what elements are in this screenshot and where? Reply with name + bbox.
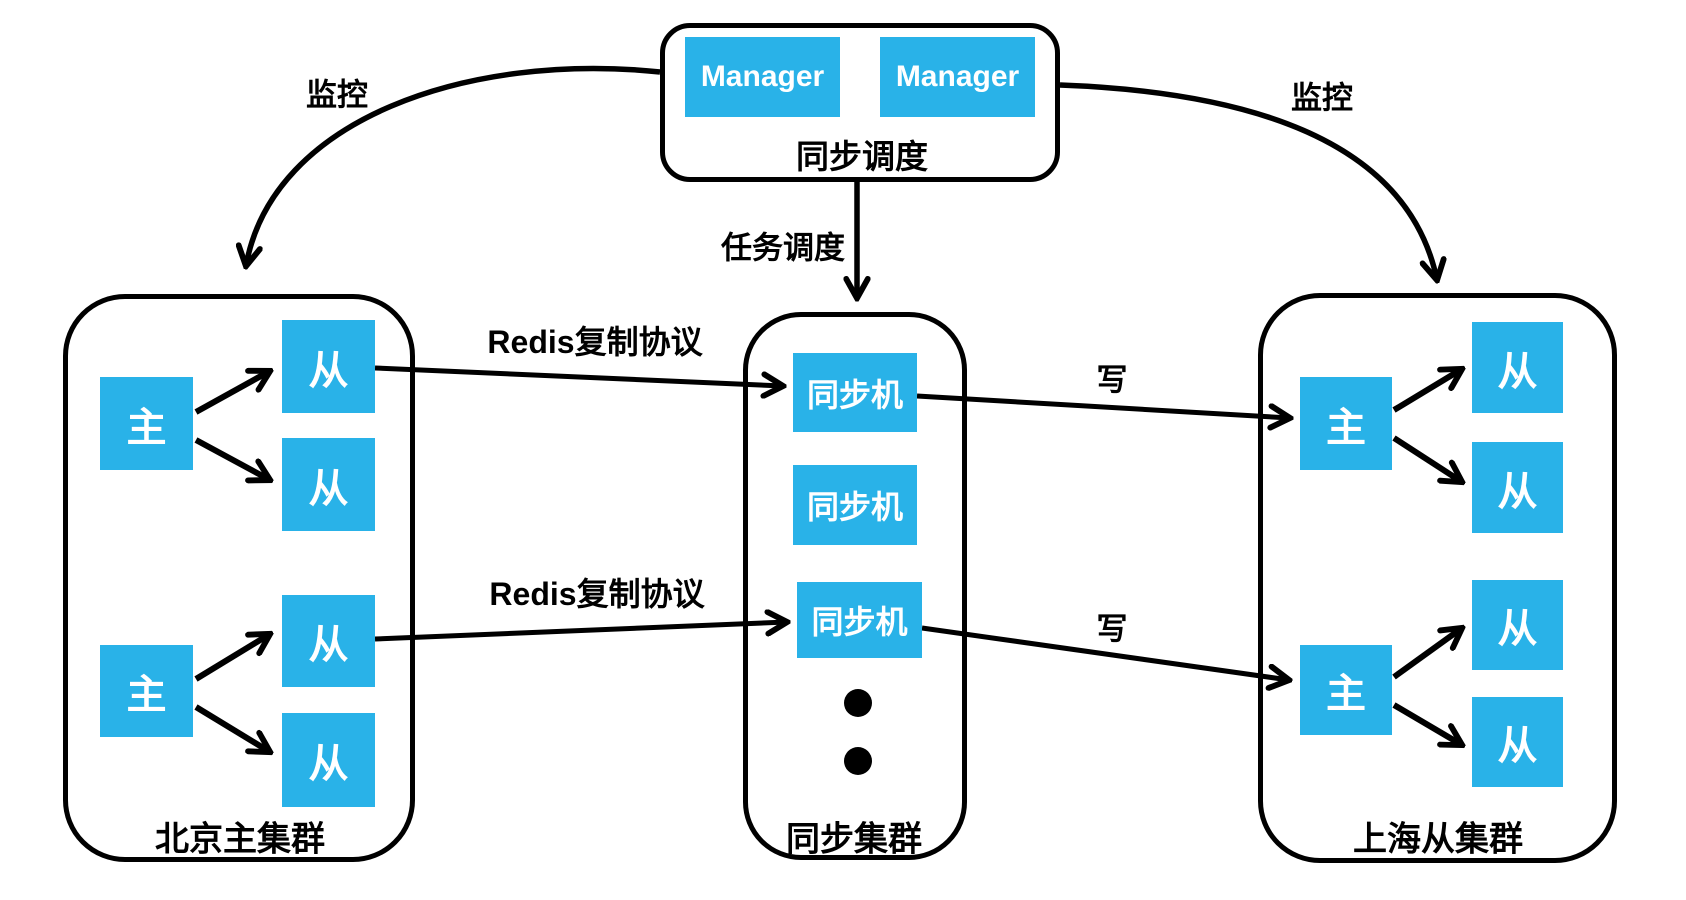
beijing-slave-1: 从 xyxy=(282,320,375,413)
shanghai-slave-2: 从 xyxy=(1472,442,1563,533)
redis-protocol-label-bottom: Redis复制协议 xyxy=(489,576,705,612)
shanghai-cluster-label: 上海从集群 xyxy=(1353,820,1523,859)
edge-bj-m2-s2 xyxy=(194,704,270,752)
write-label-top: 写 xyxy=(1096,362,1128,398)
monitor-left-label: 监控 xyxy=(306,77,368,113)
shanghai-slave-4: 从 xyxy=(1472,697,1563,787)
edge-bj-m1-s2 xyxy=(194,437,270,480)
edge-write-top xyxy=(916,393,1290,418)
beijing-slave-3: 从 xyxy=(282,595,375,687)
beijing-cluster-label: 北京主集群 xyxy=(155,820,325,859)
beijing-slave-4: 从 xyxy=(282,713,375,807)
edge-redis-bottom xyxy=(374,622,787,642)
write-label-bottom: 写 xyxy=(1096,611,1128,647)
edge-sh-m2-s2 xyxy=(1392,702,1462,745)
beijing-slave-2: 从 xyxy=(282,438,375,531)
edge-redis-top xyxy=(374,365,783,386)
scheduler-label: 同步调度 xyxy=(796,138,928,175)
beijing-cluster-box xyxy=(63,294,415,862)
monitor-right-label: 监控 xyxy=(1291,80,1353,116)
edge-write-bottom xyxy=(921,625,1289,680)
ellipsis-dot-2 xyxy=(844,747,872,775)
scheduler-box xyxy=(660,23,1060,182)
edge-bj-m1-s1 xyxy=(194,371,270,415)
shanghai-master-1: 主 xyxy=(1300,377,1392,470)
edge-monitor-left xyxy=(246,65,661,266)
beijing-master-1: 主 xyxy=(100,377,193,470)
edge-sh-m1-s1 xyxy=(1392,369,1462,413)
manager-node-2: Manager xyxy=(880,37,1035,117)
shanghai-master-2: 主 xyxy=(1300,645,1392,735)
sync-cluster-box xyxy=(743,312,967,860)
sync-machine-1: 同步机 xyxy=(793,353,917,432)
sync-cluster-label: 同步集群 xyxy=(786,820,922,859)
ellipsis-dot-1 xyxy=(844,689,872,717)
beijing-master-2: 主 xyxy=(100,645,193,737)
edge-bj-m2-s1 xyxy=(194,634,270,682)
edge-sh-m1-s2 xyxy=(1392,435,1462,482)
sync-machine-3: 同步机 xyxy=(797,582,922,658)
task-schedule-label: 任务调度 xyxy=(721,230,845,266)
redis-protocol-label-top: Redis复制协议 xyxy=(487,324,703,360)
shanghai-slave-3: 从 xyxy=(1472,580,1563,670)
sync-machine-2: 同步机 xyxy=(793,465,917,545)
manager-node-1: Manager xyxy=(685,37,840,117)
edge-sh-m2-s1 xyxy=(1392,628,1462,680)
shanghai-cluster-box xyxy=(1258,293,1617,863)
edge-monitor-right xyxy=(1059,82,1437,280)
shanghai-slave-1: 从 xyxy=(1472,322,1563,413)
